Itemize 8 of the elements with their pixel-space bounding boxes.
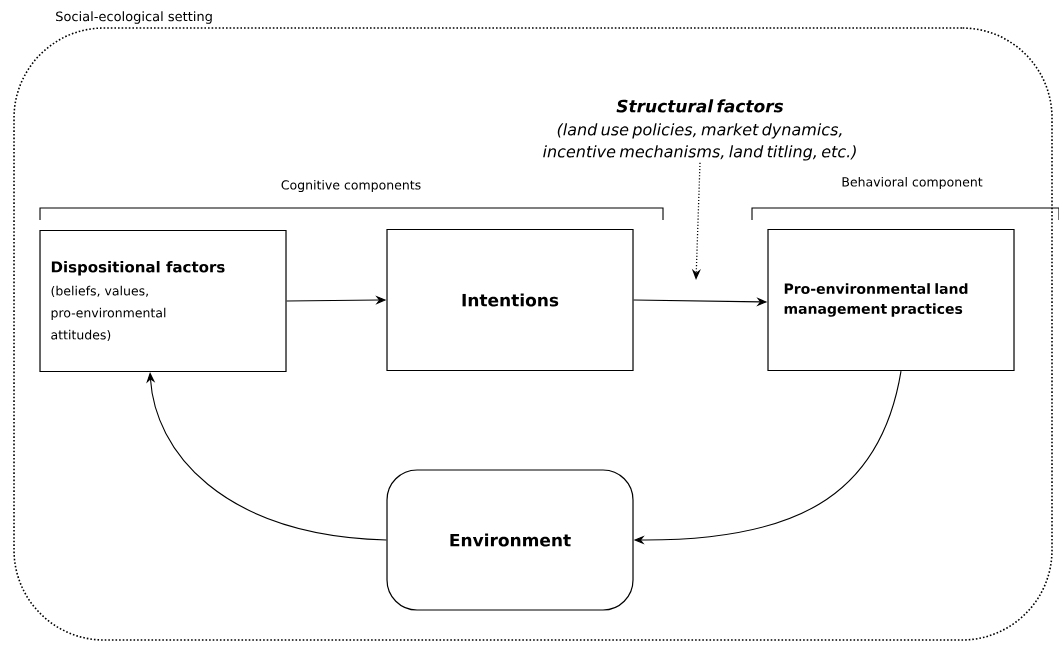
process-box: Dispositional factors (beliefs, values, pro-environmental attitudes) xyxy=(39,229,287,373)
group-label: Behavioral component xyxy=(842,176,983,190)
structural-factors-text: Structural factors (land use policies, market dynamics, incentive mechanisms, land titling, etc.) xyxy=(543,99,856,161)
process-box: Intentions xyxy=(386,228,634,372)
group-label: Cognitive components xyxy=(281,179,421,193)
setting-heading: Social-ecological setting xyxy=(56,11,212,24)
rounded-box: Environment xyxy=(386,469,634,611)
process-box: Pro-environmental land management practices xyxy=(767,228,1015,372)
